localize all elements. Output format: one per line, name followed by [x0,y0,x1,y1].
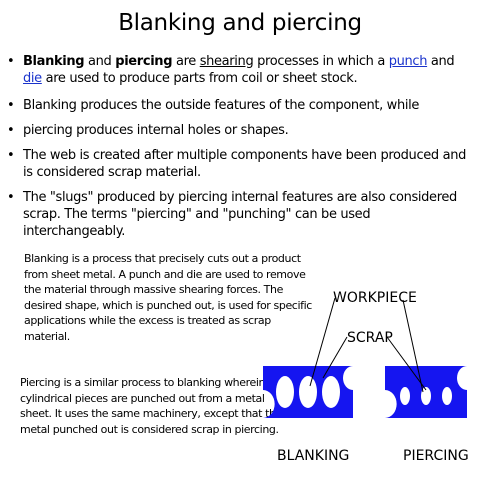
bullet-text: and [84,54,116,69]
piercing-hole [400,387,410,405]
scrap-leader-blanking [322,336,348,379]
blanking-hole [299,376,317,408]
blanking-piercing-diagram: WORKPIECE SCRAP BLANKING PIERCING [263,290,469,464]
bullet-text: and [427,54,455,69]
workpiece-label: WORKPIECE [333,290,417,306]
bullet-item: Blanking produces the outside features o… [6,97,476,114]
blanking-label: BLANKING [277,448,349,464]
blanking-hole [322,376,340,408]
bullet-list: Blanking and piercing are shearing proce… [6,53,476,240]
bullet-item: The web is created after multiple compon… [6,147,476,181]
bullet-text: are [172,54,200,69]
piercing-hole [421,387,431,405]
piercing-label: PIERCING [403,448,469,464]
bullet-text: are used to produce parts from coil or s… [41,71,358,86]
piercing-hole [442,387,452,405]
blanking-strip [263,366,353,418]
bullet-text: processes in which a [253,54,389,69]
blanking-description: Blanking is a process that precisely cut… [24,252,312,343]
scrap-leader-piercing [386,336,427,391]
workpiece-leader-piercing [402,299,424,393]
die-link[interactable]: die [23,71,42,86]
scrap-label: SCRAP [347,330,393,346]
bullet-item: The "slugs" produced by piercing interna… [6,189,476,240]
term-blanking: Blanking [23,54,85,69]
workpiece-leader-blanking [309,297,336,387]
bullet-item: Blanking and piercing are shearing proce… [6,53,476,87]
blanking-hole [276,376,294,408]
punch-link[interactable]: punch [388,54,428,69]
term-piercing: piercing [115,54,173,69]
slide-title: Blanking and piercing [118,10,362,36]
bullet-item: piercing produces internal holes or shap… [6,122,476,139]
shearing-link[interactable]: shearing [199,54,254,69]
piercing-description: Piercing is a similar process to blankin… [20,376,282,436]
piercing-strip [385,366,467,418]
